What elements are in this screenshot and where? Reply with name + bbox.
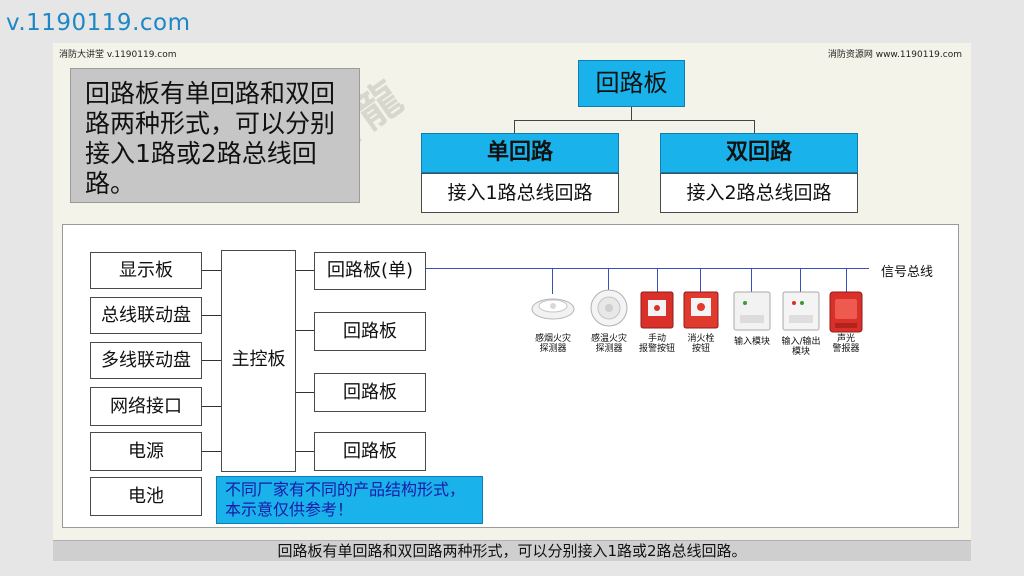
single-loop-title: 单回路 (421, 133, 619, 173)
bus-drop-line (846, 268, 847, 292)
single-loop-desc: 接入1路总线回路 (421, 173, 619, 213)
device-label: 输入模块 (733, 337, 770, 347)
header-left: 消防大讲堂 v.1190119.com (59, 50, 177, 60)
device-label: 手动 报警按钮 (638, 334, 675, 354)
bus-drop-line (700, 268, 701, 292)
device-label: 声光 警报器 (832, 334, 860, 354)
intro-text-box: 回路板有单回路和双回路两种形式，可以分别接入1路或2路总线回路。 (70, 68, 360, 203)
bus-drop-line (657, 268, 658, 292)
bus-drop-line (800, 268, 801, 292)
tree-connector (514, 120, 515, 133)
disclaimer-note: 不同厂家有不同的产品结构形式，本示意仅供参考！ (216, 476, 483, 524)
connector (296, 392, 314, 393)
bus-drop-line (608, 268, 609, 291)
multiline-linkage-panel-box: 多线联动盘 (90, 342, 202, 379)
device-label: 输入/输出 模块 (781, 337, 821, 357)
connector (202, 270, 221, 271)
hydrant-button-icon (683, 291, 719, 329)
connector (296, 330, 314, 331)
tree-root-box: 回路板 (578, 60, 685, 107)
signal-bus-line (426, 268, 869, 269)
connector (296, 270, 314, 271)
connector (202, 315, 221, 316)
sounder-strobe-icon (829, 291, 863, 333)
loop-board-box: 回路板 (314, 432, 426, 471)
manual-call-point-icon (640, 291, 674, 329)
io-module-icon (782, 291, 820, 331)
double-loop-desc: 接入2路总线回路 (660, 173, 858, 213)
battery-box: 电池 (90, 477, 202, 516)
tree-connector (631, 107, 632, 120)
loop-board-box: 回路板 (314, 312, 426, 351)
smoke-detector-icon (531, 298, 575, 320)
header-right: 消防资源网 www.1190119.com (827, 50, 962, 60)
bus-linkage-panel-box: 总线联动盘 (90, 297, 202, 334)
connector (202, 451, 221, 452)
tree-connector (514, 120, 755, 121)
device-label: 感温火灾 探测器 (590, 334, 627, 354)
heat-detector-icon (590, 289, 628, 327)
system-diagram: 显示板 总线联动盘 多线联动盘 网络接口 电源 电池 主控板 回路板(单) 回路… (62, 224, 959, 528)
bus-drop-line (552, 268, 553, 294)
double-loop-title: 双回路 (660, 133, 858, 173)
bus-drop-line (751, 268, 752, 292)
main-control-board-label: 主控板 (231, 349, 286, 370)
connector (202, 360, 221, 361)
slide: 消防大讲堂 v.1190119.com 消防资源网 www.1190119.co… (53, 43, 971, 561)
input-module-icon (733, 291, 771, 331)
device-label: 消火栓 按钮 (687, 334, 715, 354)
display-board-box: 显示板 (90, 252, 202, 289)
main-control-board-box: 主控板 (221, 250, 296, 472)
connector (202, 406, 221, 407)
tree-connector (754, 120, 755, 133)
caption-bar: 回路板有单回路和双回路两种形式，可以分别接入1路或2路总线回路。 (53, 540, 971, 561)
power-supply-box: 电源 (90, 432, 202, 471)
network-interface-box: 网络接口 (90, 387, 202, 426)
loop-board-box: 回路板 (314, 373, 426, 412)
signal-bus-label: 信号总线 (881, 265, 934, 280)
loop-board-single-box: 回路板(单) (314, 252, 426, 290)
connector (296, 451, 314, 452)
device-label: 感烟火灾 探测器 (534, 334, 571, 354)
site-watermark: v.1190119.com (6, 10, 191, 36)
